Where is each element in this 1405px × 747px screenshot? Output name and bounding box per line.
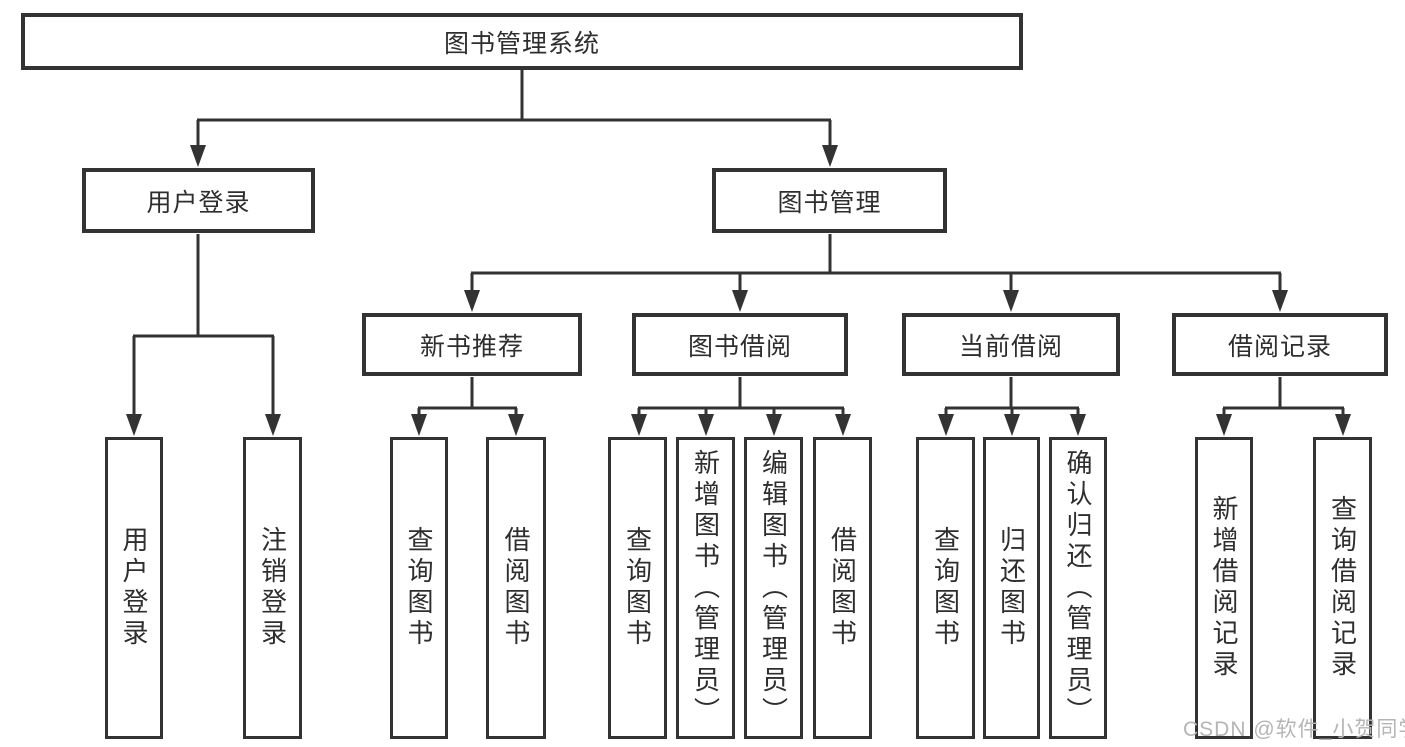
node-label: 借阅图书 [501, 526, 531, 650]
node-label: 图书借阅 [687, 332, 792, 361]
leaf-borrowing-edit-books-admin: 编辑图书（管理员） [744, 437, 803, 739]
leaf-current-return-books: 归还图书 [983, 437, 1040, 739]
leaf-recommend-borrow-books: 借阅图书 [486, 437, 546, 739]
node-library-management-system: 图书管理系统 [21, 13, 1023, 70]
leaf-recommend-query-books: 查询图书 [390, 437, 448, 739]
node-label: 新增图书（管理员） [690, 448, 721, 728]
node-label: 确认归还（管理员） [1063, 448, 1093, 728]
watermark: CSDN @软件_小贺同学 [1183, 718, 1405, 741]
node-label: 用户登录 [146, 188, 251, 217]
leaf-user-login: 用户登录 [105, 437, 163, 739]
node-borrowing-records: 借阅记录 [1172, 313, 1388, 376]
node-label: 当前借阅 [958, 332, 1063, 361]
leaf-records-add-record: 新增借阅记录 [1195, 437, 1253, 739]
node-label: 借阅记录 [1227, 332, 1332, 361]
node-label: 注销登录 [257, 526, 288, 650]
node-book-management: 图书管理 [712, 168, 947, 233]
node-label: 查询图书 [404, 526, 434, 650]
leaf-current-confirm-return-admin: 确认归还（管理员） [1049, 437, 1107, 739]
leaf-current-query-books: 查询图书 [916, 437, 975, 739]
node-label: 查询借阅记录 [1327, 495, 1358, 681]
leaf-borrowing-query-books: 查询图书 [608, 437, 667, 739]
node-label: 图书管理 [777, 188, 882, 217]
node-book-borrowing: 图书借阅 [632, 313, 848, 376]
node-user-login: 用户登录 [82, 168, 315, 233]
node-label: 图书管理系统 [443, 29, 600, 58]
leaf-borrowing-add-books-admin: 新增图书（管理员） [676, 437, 735, 739]
node-label: 新增借阅记录 [1209, 495, 1239, 681]
leaf-borrowing-borrow-books: 借阅图书 [813, 437, 872, 739]
node-label: 归还图书 [996, 526, 1027, 650]
node-label: 查询图书 [622, 526, 653, 650]
arrowhead-icons [126, 145, 1351, 436]
leaf-records-query-record: 查询借阅记录 [1313, 437, 1372, 739]
node-label: 借阅图书 [827, 526, 858, 650]
node-label: 用户登录 [119, 526, 149, 650]
leaf-logout: 注销登录 [243, 437, 302, 739]
node-label: 新书推荐 [419, 332, 524, 361]
node-label: 查询图书 [930, 526, 961, 650]
node-label: 编辑图书（管理员） [758, 448, 789, 728]
node-current-borrowing: 当前借阅 [902, 313, 1120, 376]
node-new-book-recommend: 新书推荐 [362, 313, 582, 376]
